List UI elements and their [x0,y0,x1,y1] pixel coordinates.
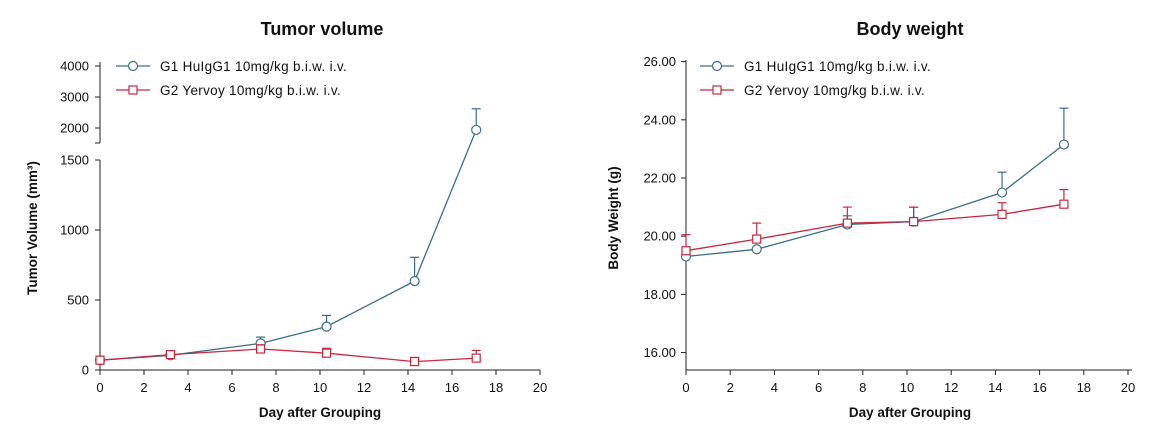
series-line-2 [685,203,1065,252]
x-tick-label: 16 [1032,380,1046,395]
data-point-circle [1058,139,1070,150]
y-tick-label: 18.00 [643,287,676,302]
y-tick-label: 26.00 [643,54,676,69]
x-tick-label: 18 [489,380,503,395]
x-tick-label: 6 [815,380,822,395]
legend-marker-g1 [127,60,139,72]
data-point-square [1059,199,1069,209]
x-tick-label: 8 [272,380,279,395]
x-tick-label: 4 [184,380,191,395]
legend-label-g1: G1 HuIgG1 10mg/kg b.i.w. i.v. [744,59,931,74]
legend-marker-g1 [711,60,723,72]
x-tick-label: 4 [771,380,778,395]
weight-y-axis-label: Body Weight (g) [606,166,621,269]
y-tick-label: 2000 [60,121,89,136]
y-tick-label: 16.00 [643,345,676,360]
x-tick-label: 14 [401,380,415,395]
y-tick-label: 3000 [60,90,89,105]
y-tick-label: 4000 [60,59,89,74]
y-tick-label: 22.00 [643,171,676,186]
x-tick-label: 6 [228,380,235,395]
y-tick-label: 24.00 [643,112,676,127]
x-tick-label: 10 [900,380,914,395]
weight-x-axis-label: Day after Grouping [849,405,971,420]
legend-label-g2: G2 Yervoy 10mg/kg b.i.w. i.v. [160,83,341,98]
data-point-circle [751,244,762,255]
x-tick-label: 10 [313,380,327,395]
legend-label-g1: G1 HuIgG1 10mg/kg b.i.w. i.v. [160,59,347,74]
data-point-square [997,209,1007,219]
y-tick-label: 1500 [60,153,89,168]
data-point-square [410,357,420,367]
x-tick-label: 20 [1121,380,1135,395]
series-line-2 [99,348,477,363]
x-tick-label: 20 [533,380,547,395]
data-point-square [681,246,691,256]
data-point-circle [409,276,420,287]
data-point-square [471,353,481,363]
data-point-circle [471,124,482,136]
x-tick-label: 14 [988,380,1002,395]
x-tick-label: 8 [859,380,866,395]
y-tick-label: 0 [82,363,89,378]
body-weight-chart: Body weight Day after Grouping Body Weig… [606,19,1135,420]
legend-label-g2: G2 Yervoy 10mg/kg b.i.w. i.v. [744,83,925,98]
data-point-square [165,350,175,360]
series-line-1 [99,129,477,361]
tumor-y-axis-label: Tumor Volume (mm³) [25,161,40,295]
x-tick-label: 12 [357,380,371,395]
data-point-square [95,355,105,365]
data-point-square [752,234,762,244]
series-line-1 [685,143,1065,258]
tumor-volume-chart: Tumor volume Day after Grouping Tumor Vo… [25,19,547,420]
tumor-x-axis-label: Day after Grouping [259,405,381,420]
data-point-square [256,344,266,354]
x-tick-label: 16 [445,380,459,395]
weight-chart-title: Body weight [857,19,964,39]
data-point-square [842,218,852,228]
y-tick-label: 20.00 [643,229,676,244]
data-point-square [322,348,332,358]
y-tick-label: 1000 [60,223,89,238]
x-tick-label: 0 [682,380,689,395]
data-point-square [909,217,919,227]
x-tick-label: 2 [727,380,734,395]
x-tick-label: 18 [1077,380,1091,395]
tumor-chart-title: Tumor volume [261,19,384,39]
data-point-circle [996,187,1008,198]
x-tick-label: 2 [140,380,147,395]
legend-marker-g2 [128,85,138,95]
weight-legend: G1 HuIgG1 10mg/kg b.i.w. i.v. G2 Yervoy … [700,59,931,98]
data-point-circle [321,321,332,332]
x-tick-label: 12 [944,380,958,395]
y-tick-label: 500 [67,293,89,308]
tumor-legend: G1 HuIgG1 10mg/kg b.i.w. i.v. G2 Yervoy … [116,59,347,98]
x-tick-label: 0 [96,380,103,395]
legend-marker-g2 [712,85,722,95]
